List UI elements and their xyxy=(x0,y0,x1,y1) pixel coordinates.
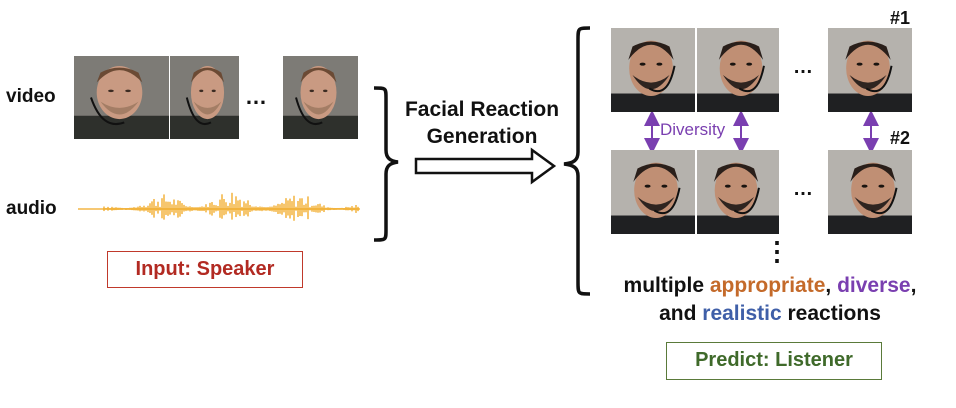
caption-comma-2: , xyxy=(910,274,917,297)
face-illustration xyxy=(170,56,239,139)
title-line-1: Facial Reaction xyxy=(404,98,560,121)
caption-comma-1: , xyxy=(825,274,838,297)
predict-listener-text: Predict: Listener xyxy=(695,349,853,371)
listener-reaction2-frame-1 xyxy=(611,150,695,234)
caption-diverse: diverse xyxy=(837,274,911,297)
generation-arrow xyxy=(414,147,557,185)
reaction1-ellipsis: … xyxy=(793,56,814,78)
face-illustration xyxy=(611,28,695,112)
audio-label: audio xyxy=(6,198,57,219)
listener-reaction2-frame-2 xyxy=(697,150,779,234)
output-caption: multiple appropriate, diverse, and reali… xyxy=(590,272,950,328)
reaction2-ellipsis: … xyxy=(793,178,814,200)
speaker-video-frame-1 xyxy=(74,56,169,139)
listener-reaction2-frame-3 xyxy=(828,150,912,234)
caption-multiple: multiple xyxy=(623,274,710,297)
listener-reaction1-frame-1 xyxy=(611,28,695,112)
input-bracket xyxy=(373,86,399,242)
video-label: video xyxy=(6,86,56,107)
input-speaker-box: Input: Speaker xyxy=(107,251,303,288)
speaker-video-frame-2 xyxy=(170,56,239,139)
speaker-frames-ellipsis: … xyxy=(245,84,268,109)
title-line-2: Generation xyxy=(426,125,538,148)
output-bracket xyxy=(563,26,591,296)
face-illustration xyxy=(828,150,912,234)
diversity-arrows xyxy=(644,112,879,152)
predict-listener-box: Predict: Listener xyxy=(666,342,882,380)
face-illustration xyxy=(828,28,912,112)
face-illustration xyxy=(697,28,779,112)
listener-reaction1-frame-2 xyxy=(697,28,779,112)
more-reactions-vertical-ellipsis: ⋮ xyxy=(764,236,791,266)
face-illustration xyxy=(74,56,169,139)
caption-realistic: realistic xyxy=(702,302,782,325)
caption-appropriate: appropriate xyxy=(709,274,826,297)
reaction-1-tag: #1 xyxy=(890,8,911,28)
speaker-audio-waveform xyxy=(78,192,360,221)
input-speaker-text: Input: Speaker xyxy=(135,258,275,280)
face-illustration xyxy=(611,150,695,234)
reaction-2-tag: #2 xyxy=(890,128,911,148)
facial-reaction-generation-title: Facial Reaction Generation xyxy=(392,96,572,150)
face-illustration xyxy=(697,150,779,234)
speaker-video-frame-3 xyxy=(283,56,358,139)
caption-and: and xyxy=(659,302,703,325)
diversity-label: Diversity xyxy=(660,120,726,139)
listener-reaction1-frame-3 xyxy=(828,28,912,112)
caption-reactions: reactions xyxy=(781,302,881,325)
face-illustration xyxy=(283,56,358,139)
